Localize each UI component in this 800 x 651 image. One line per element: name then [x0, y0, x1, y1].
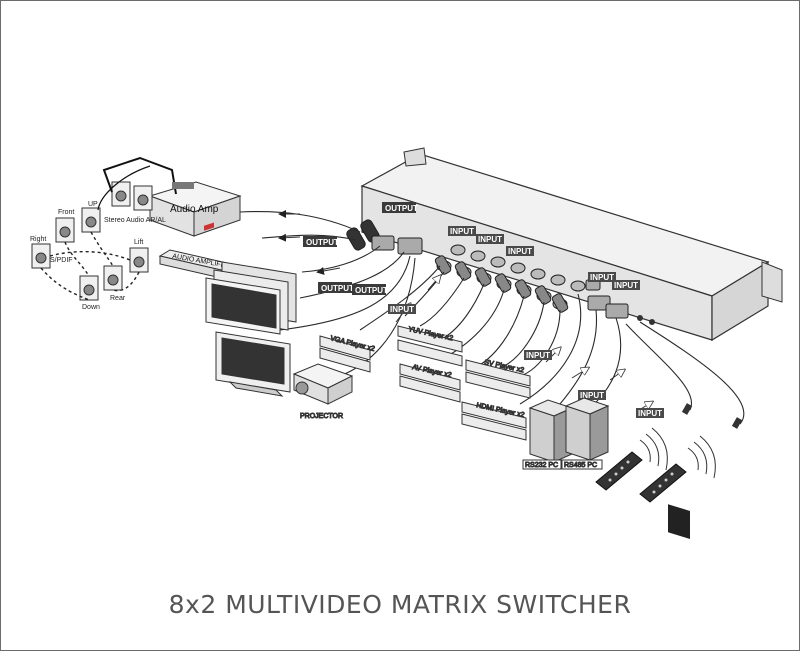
- rs485-pc: RS485 PC: [561, 397, 610, 470]
- svg-text:INPUT: INPUT: [390, 305, 414, 314]
- input-tag-6: INPUT: [388, 304, 416, 314]
- remote-control-1: [595, 451, 643, 491]
- rs485-pc-label: RS485 PC: [564, 462, 597, 469]
- ir-signal-waves: [639, 427, 716, 479]
- svg-text:INPUT: INPUT: [614, 281, 638, 290]
- svg-text:INPUT: INPUT: [526, 351, 550, 360]
- input-tag-7: INPUT: [524, 350, 552, 360]
- remote-control-2: [639, 463, 687, 503]
- diagram-caption: 8x2 MULTIVIDEO MATRIX SWITCHER: [168, 590, 632, 619]
- input-tag-3: INPUT: [506, 246, 534, 256]
- speaker-label-front: Front: [58, 209, 74, 216]
- yuv-player: YUV Player x2: [397, 325, 463, 367]
- input-tag-8: INPUT: [578, 390, 606, 400]
- speakers: [31, 181, 153, 301]
- speaker-label-up: UP: [88, 201, 98, 208]
- input-tags: INPUT INPUT INPUT INPUT INPUT INPUT INPU…: [388, 226, 664, 418]
- speaker-lift: [129, 247, 149, 273]
- audio-loop-cable: [102, 156, 177, 195]
- matrix-switcher-unit: [360, 147, 783, 539]
- input-tag-5: INPUT: [612, 280, 640, 290]
- vga-player: VGA Player x2: [319, 335, 376, 373]
- speaker-stereo-1: [111, 181, 131, 207]
- projector-label: PROJECTOR: [300, 413, 343, 420]
- svg-text:INPUT: INPUT: [590, 273, 614, 282]
- speaker-front: [55, 217, 75, 243]
- speaker-stereo-2: [133, 185, 153, 211]
- av-player: AV Player x2: [399, 363, 461, 403]
- speaker-right: [31, 243, 51, 269]
- speaker-label-right: Right: [30, 236, 46, 243]
- svg-text:OUTPUT: OUTPUT: [355, 286, 388, 295]
- rs232-pc-label: RS232 PC: [525, 462, 558, 469]
- cables: [239, 210, 745, 425]
- output-tag-2: OUTPUT: [303, 236, 339, 247]
- output-tag-3: OUTPUT: [318, 282, 354, 293]
- audio-amp-label: Audio Amp: [170, 204, 219, 215]
- svg-text:INPUT: INPUT: [450, 227, 474, 236]
- output-tag-4: OUTPUT: [352, 284, 388, 295]
- speaker-down: [79, 275, 99, 301]
- audio-amp: Audio Amp: [148, 181, 242, 237]
- hdmi-tv-stack: HDMI TV x2: [205, 261, 297, 335]
- input-tag-9: INPUT: [636, 408, 664, 418]
- svg-text:OUTPUT: OUTPUT: [321, 284, 354, 293]
- svg-text:OUTPUT: OUTPUT: [385, 204, 418, 213]
- svg-text:OUTPUT: OUTPUT: [306, 238, 339, 247]
- speaker-label-lift: Lift: [134, 239, 143, 246]
- rs232-pc: RS232 PC: [522, 399, 574, 470]
- vga-tv: VGA TV: [215, 331, 291, 397]
- input-tag-1: INPUT: [448, 226, 476, 236]
- sv-player: SV Player x2: [465, 359, 531, 399]
- rear-connectors: [346, 219, 629, 319]
- svg-text:INPUT: INPUT: [580, 391, 604, 400]
- speaker-label-rear: Rear: [110, 295, 126, 302]
- speaker-label-spdif: S/PDIF: [50, 257, 73, 264]
- speaker-rear: [103, 265, 123, 291]
- ir-receivers: [681, 403, 743, 429]
- hdmi-player: HDMI Player x2: [461, 401, 527, 441]
- input-tag-4: INPUT: [588, 272, 616, 282]
- stereo-audio-label: Stereo Audio AR/AL: [104, 217, 166, 224]
- speaker-wiring: [40, 231, 140, 301]
- svg-text:INPUT: INPUT: [508, 247, 532, 256]
- output-tags: OUTPUT OUTPUT OUTPUT OUTPUT: [303, 202, 418, 295]
- input-tag-2: INPUT: [476, 234, 504, 244]
- speaker-label-down: Down: [82, 304, 100, 311]
- vga-tv-label: VGA TV: [234, 351, 264, 364]
- svg-text:INPUT: INPUT: [478, 235, 502, 244]
- svg-text:INPUT: INPUT: [638, 409, 662, 418]
- power-switch-icon: [668, 504, 690, 539]
- speaker-up: [81, 207, 101, 233]
- projector: PROJECTOR: [292, 363, 354, 421]
- output-tag-1: OUTPUT: [382, 202, 418, 213]
